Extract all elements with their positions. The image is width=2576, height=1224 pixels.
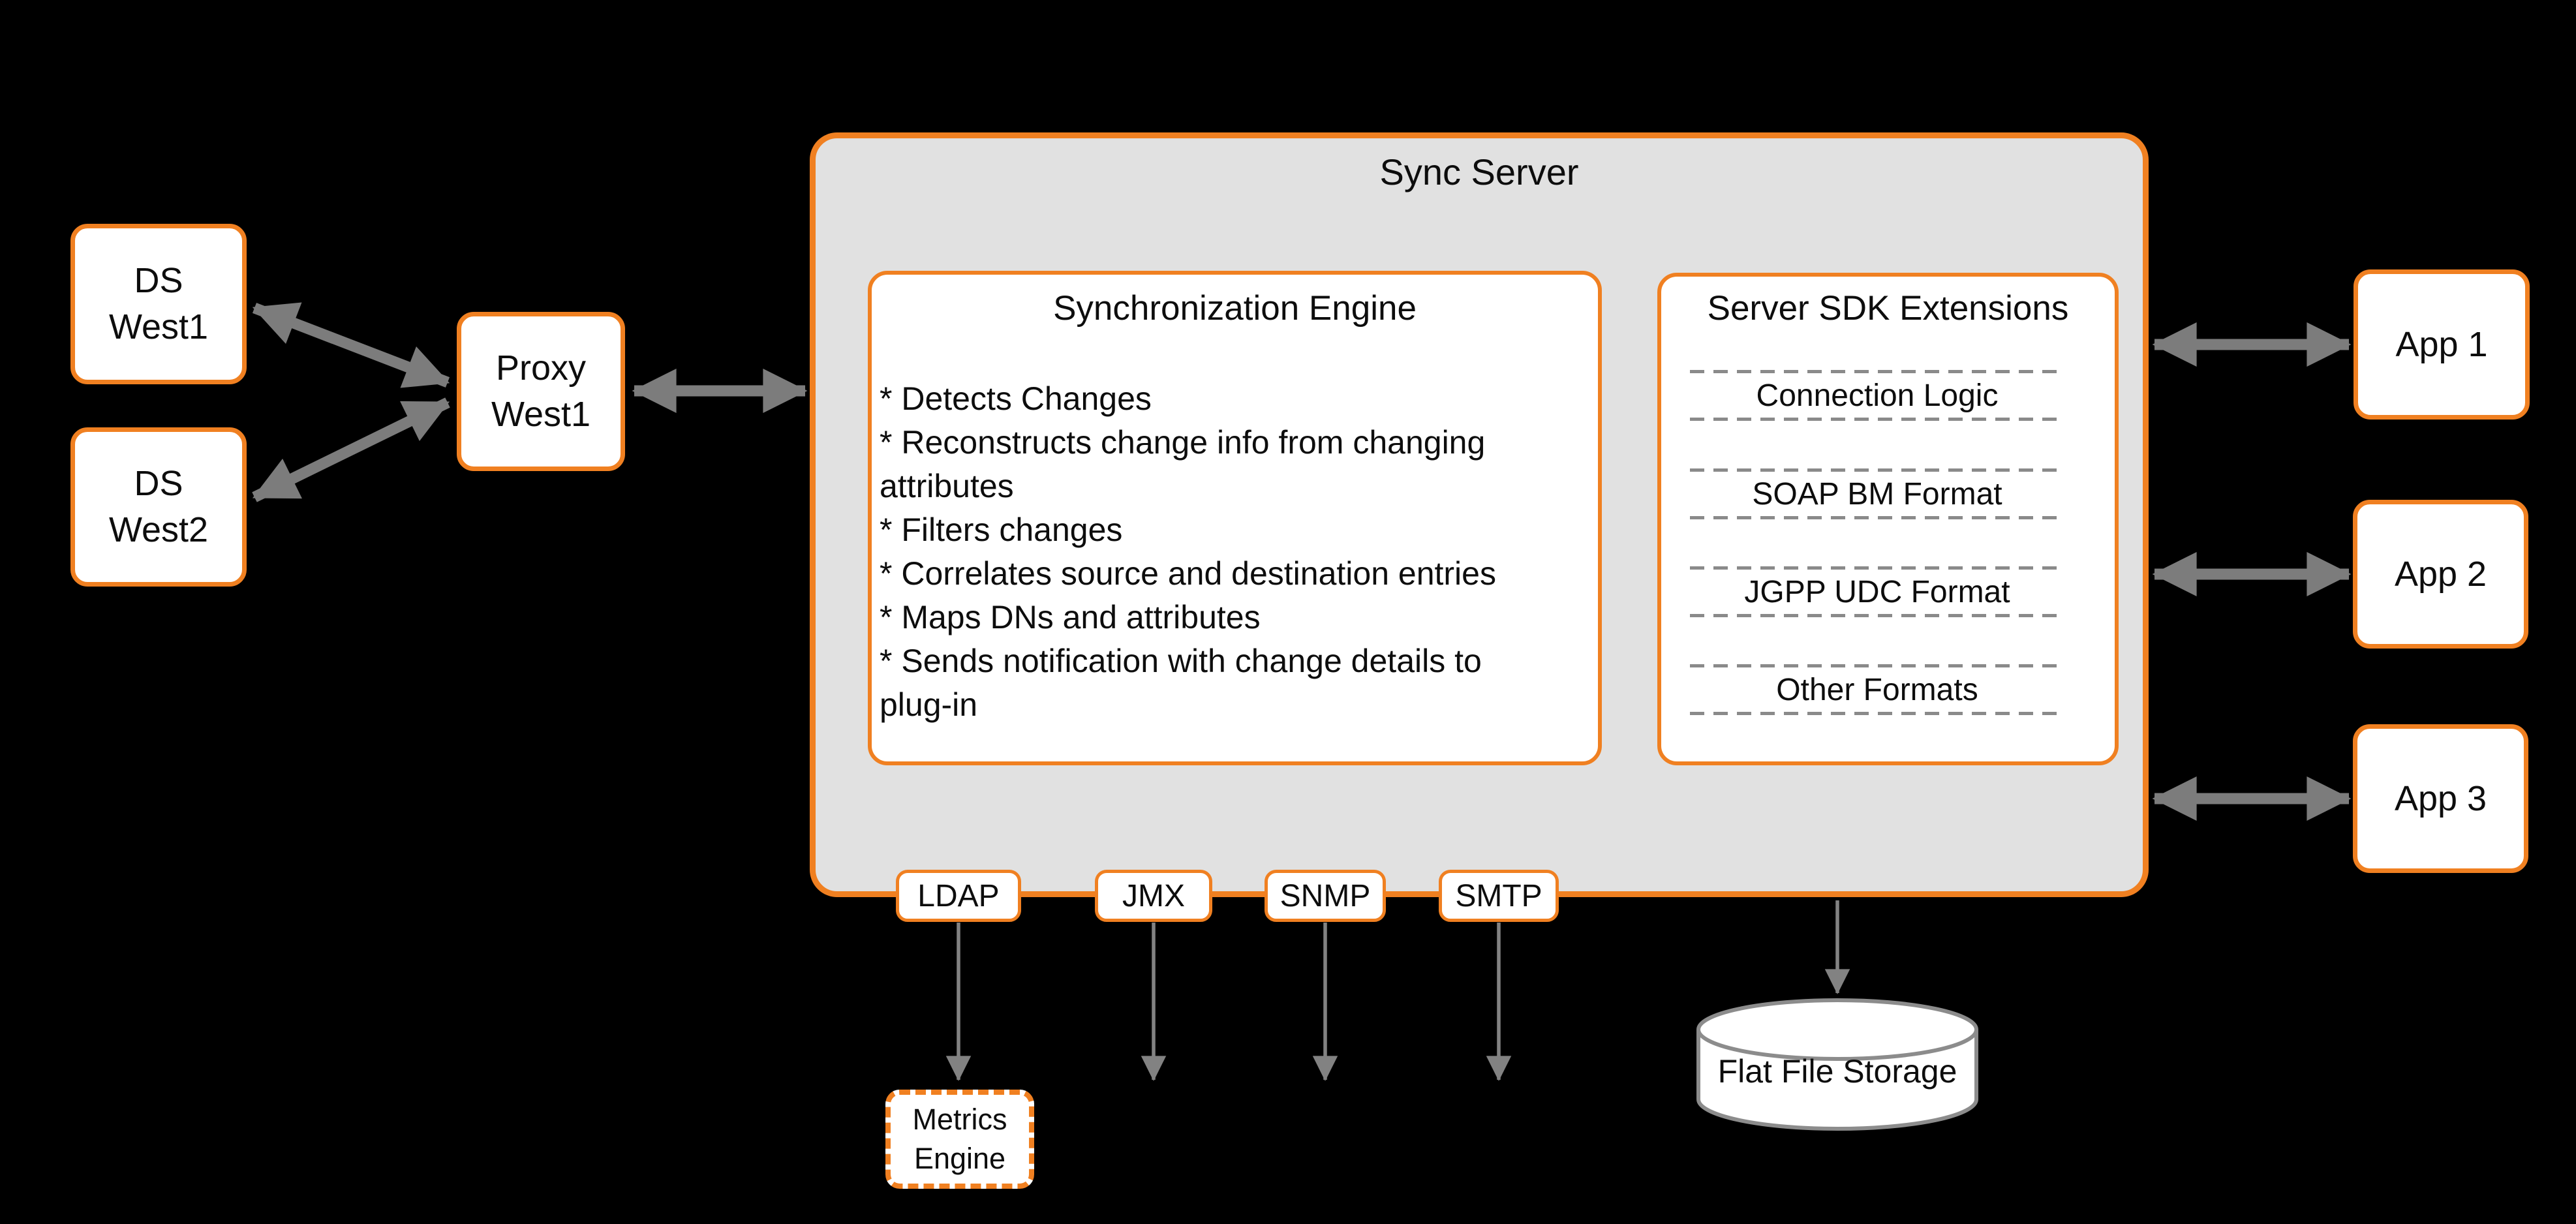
synchronization-engine-panel	[868, 271, 1602, 765]
cylinder-top	[1696, 998, 1978, 1061]
protocol-tab-jmx: JMX	[1095, 870, 1212, 922]
sdk-item-jgpp-udc-format: JGPP UDC Format	[1690, 566, 2064, 617]
synchronization-engine-title: Synchronization Engine	[1053, 289, 1417, 328]
engine-bullet: * Correlates source and destination entr…	[880, 555, 1496, 592]
arrow-dswest1-proxy	[252, 302, 450, 388]
node-ds-west1: DS West1	[70, 224, 247, 384]
node-app-1: App 1	[2354, 269, 2530, 420]
sdk-item-soap-bm-format: SOAP BM Format	[1690, 468, 2064, 519]
dashed-divider	[1690, 418, 2064, 421]
sdk-item-label: SOAP BM Format	[1752, 476, 2002, 512]
sdk-item-label: Connection Logic	[1756, 378, 1999, 413]
dashed-divider	[1690, 516, 2064, 519]
dashed-divider	[1690, 468, 2064, 472]
node-app-3: App 3	[2353, 724, 2528, 873]
node-proxy-west1: Proxy West1	[457, 312, 625, 471]
engine-bullet: * Detects Changes	[880, 380, 1152, 417]
synchronization-engine-bullet-list: * Detects Changes * Reconstructs change …	[880, 377, 1597, 727]
engine-bullet: * Sends notification with change details…	[880, 643, 1482, 723]
node-ds-west2: DS West2	[70, 427, 247, 587]
node-app-2: App 2	[2353, 500, 2528, 649]
dashed-divider	[1690, 614, 2064, 617]
flat-file-storage-label: Flat File Storage	[1717, 1053, 1957, 1090]
sdk-item-label: JGPP UDC Format	[1744, 574, 2010, 609]
engine-bullet: * Filters changes	[880, 512, 1123, 548]
sdk-item-connection-logic: Connection Logic	[1690, 370, 2064, 421]
protocol-tab-ldap: LDAP	[896, 870, 1021, 922]
protocol-tab-smtp: SMTP	[1439, 870, 1559, 922]
protocol-tab-snmp: SNMP	[1265, 870, 1386, 922]
dashed-divider	[1690, 664, 2064, 667]
arrow-dswest2-proxy	[252, 397, 450, 502]
sync-server-title: Sync Server	[1379, 151, 1579, 192]
sdk-item-label: Other Formats	[1776, 672, 1978, 707]
node-metrics-engine: Metrics Engine	[885, 1090, 1034, 1189]
dashed-divider	[1690, 370, 2064, 373]
dashed-divider	[1690, 566, 2064, 570]
engine-bullet: * Maps DNs and attributes	[880, 599, 1261, 635]
server-sdk-extensions-title: Server SDK Extensions	[1707, 289, 2069, 328]
dashed-divider	[1690, 712, 2064, 715]
sdk-item-other-formats: Other Formats	[1690, 664, 2064, 715]
engine-bullet: * Reconstructs change info from changing…	[880, 424, 1486, 504]
